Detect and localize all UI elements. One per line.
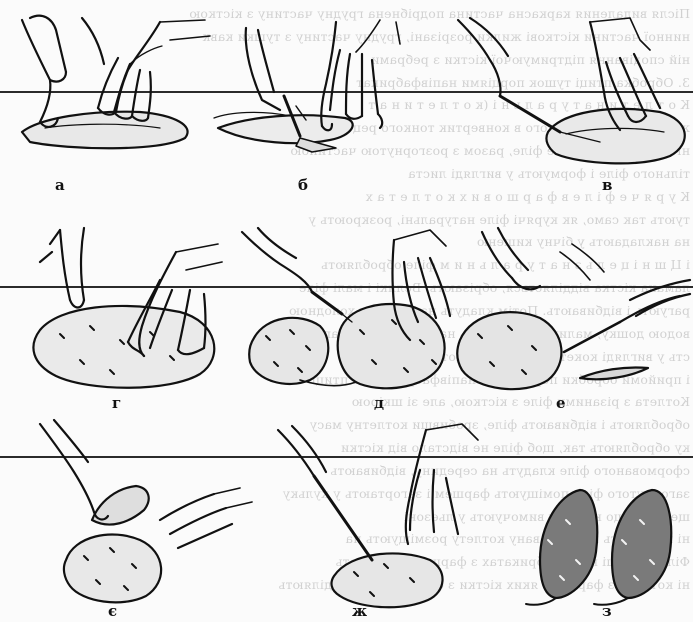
panel-zh-drawing (278, 424, 478, 607)
panel-label: ж (352, 602, 367, 620)
panel-label: г (112, 394, 121, 412)
panel-label: е (556, 394, 566, 412)
panel-label: з (602, 602, 612, 620)
panel-ye-drawing (40, 420, 252, 602)
panel-a-drawing (22, 16, 210, 149)
panel-e-drawing (457, 228, 690, 389)
panel-g-drawing (33, 228, 222, 388)
panel-label: а (55, 176, 65, 194)
panel-b-drawing (214, 20, 400, 152)
panel-v-drawing (458, 18, 685, 163)
panel-label: в (602, 176, 612, 194)
panel-label: є (108, 602, 117, 620)
panel-label: д (374, 394, 384, 412)
panel-label: б (298, 176, 308, 194)
panel-d-drawing (242, 228, 450, 388)
panel-z-drawing (526, 490, 671, 605)
